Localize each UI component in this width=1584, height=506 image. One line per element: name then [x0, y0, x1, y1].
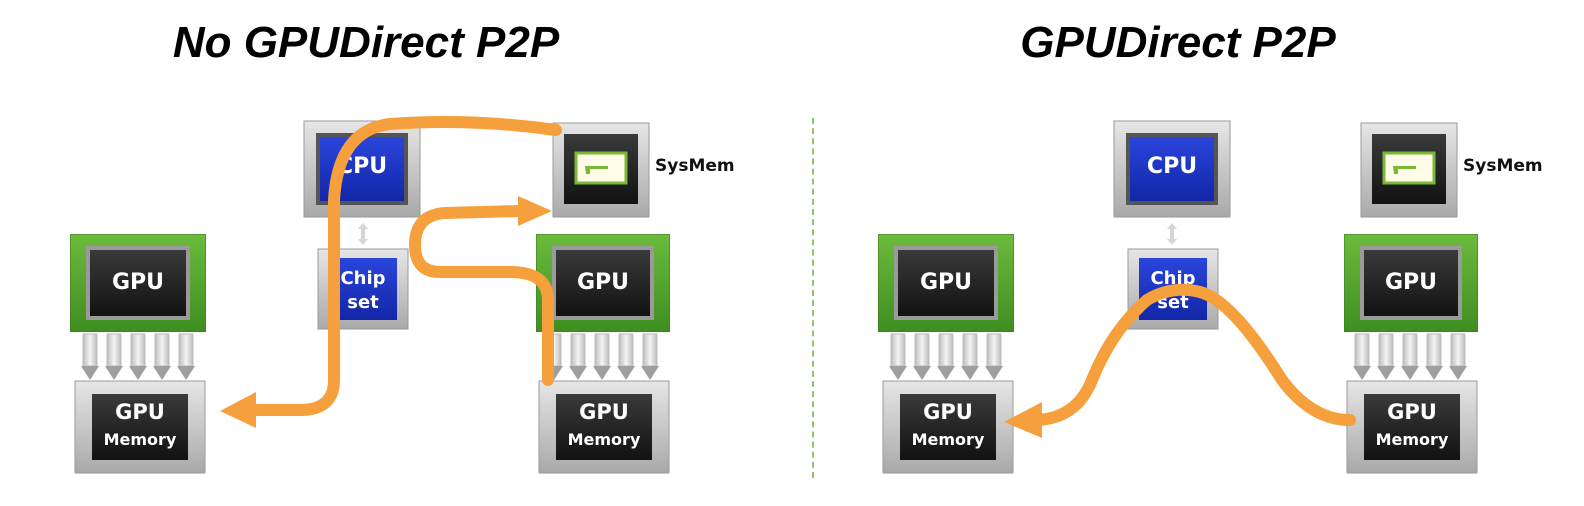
gpu-left: GPU — [70, 234, 206, 332]
gpu-memory-bus-left — [81, 333, 195, 380]
gpu-memory-left: GPU Memory — [74, 380, 206, 474]
panel-title: GPUDirect P2P — [1020, 18, 1336, 67]
chipset: Chip set — [317, 248, 409, 330]
gpu-right: GPU — [1344, 234, 1478, 332]
gpu-memory-left: GPU Memory — [882, 380, 1014, 474]
gpu-memory-right: GPU Memory — [538, 380, 670, 474]
panel-p2p: GPUDirect P2P CPU Chip set SysMem — [792, 0, 1584, 506]
arrow-head-gpu-memory — [220, 392, 256, 428]
panel-divider — [812, 118, 814, 478]
system-memory — [1360, 122, 1458, 218]
cpu-chipset-link — [358, 223, 368, 245]
chipset: Chip set — [1127, 248, 1219, 330]
sysmem-label: SysMem — [1463, 156, 1543, 176]
system-memory — [552, 122, 650, 218]
gpu-memory-bus-left — [889, 333, 1003, 380]
panel-no-p2p: No GPUDirect P2P CPU Chip set SysMem — [70, 18, 735, 474]
gpu-left: GPU — [878, 234, 1014, 332]
gpu-memory-right: GPU Memory — [1346, 380, 1478, 474]
arrow-head-sysmem — [518, 196, 552, 226]
cpu-chip: CPU — [303, 120, 421, 218]
sysmem-label: SysMem — [655, 156, 735, 176]
cpu-chipset-link — [1167, 223, 1177, 245]
arrow-gpu-to-sysmem — [409, 205, 554, 386]
gpu-memory-bus-right — [1353, 333, 1467, 380]
cpu-chip: CPU — [1113, 120, 1231, 218]
panel-title: No GPUDirect P2P — [172, 18, 560, 67]
gpu-memory-bus-right — [545, 333, 659, 380]
gpu-right: GPU — [536, 234, 670, 332]
